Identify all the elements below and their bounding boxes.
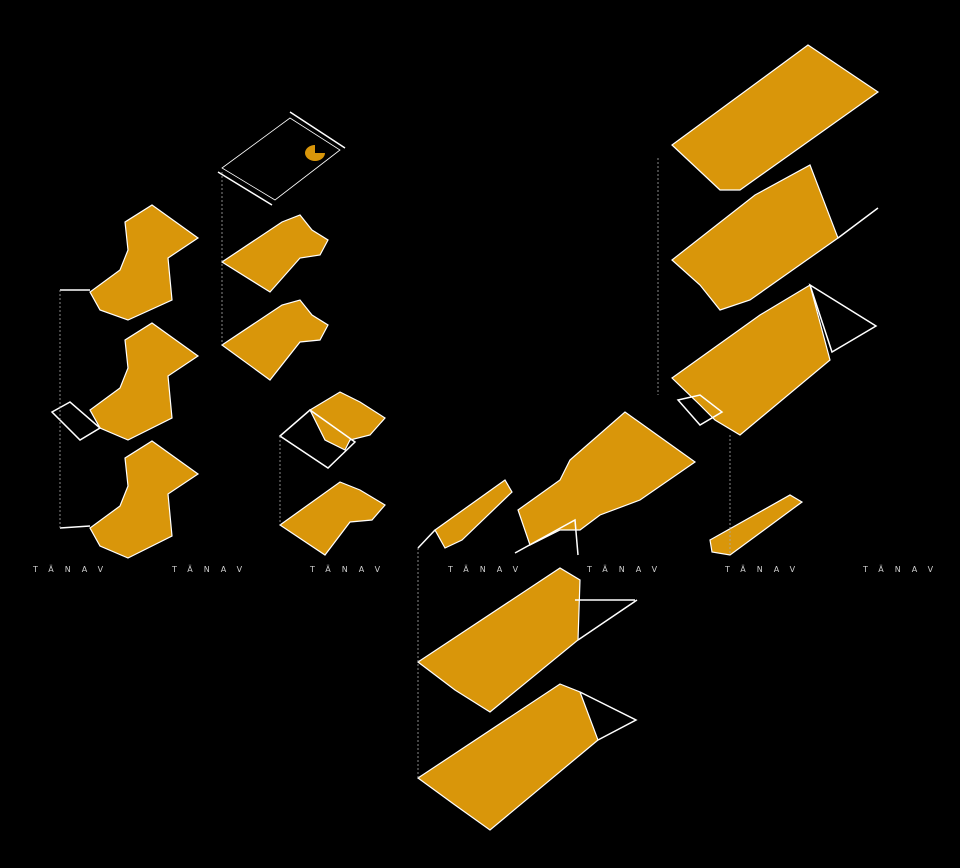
floor-plan-b1-mid [89,322,200,441]
street-label: TÄNAV [448,565,530,574]
floor-plan-b3-lower [278,481,386,556]
street-label: TÄNAV [863,565,945,574]
street-label: TÄNAV [310,565,392,574]
street-label: TÄNAV [172,565,254,574]
street-label: TÄNAV [587,565,669,574]
floor-plan-b2-upper [220,214,329,293]
street-label: TÄNAV [725,565,807,574]
building-2 [217,111,346,381]
floor-plan-b1-ground [89,440,200,559]
spiral-stair-icon [305,145,325,161]
street-label: TÄNAV [33,565,115,574]
building-3 [278,391,386,556]
building-4 [416,411,697,831]
floor-plan-b5-lower [671,284,831,436]
floor-plan-b4-ground [416,683,599,831]
floor-plan-b2-lower [220,299,329,381]
floor-plan-b4-upper [517,411,697,546]
floor-plan-b5-roof [671,44,880,191]
floor-plan-b5-upper [671,164,839,311]
floor-plan-b5-stair [709,494,804,556]
floor-plan-b1-top [89,204,200,321]
floor-plan-b3-upper [309,391,386,451]
floor-plan-b4-stair [434,479,513,549]
building-5 [657,44,880,556]
building-1 [50,204,200,559]
floor-plan-b2-roof [221,117,341,201]
